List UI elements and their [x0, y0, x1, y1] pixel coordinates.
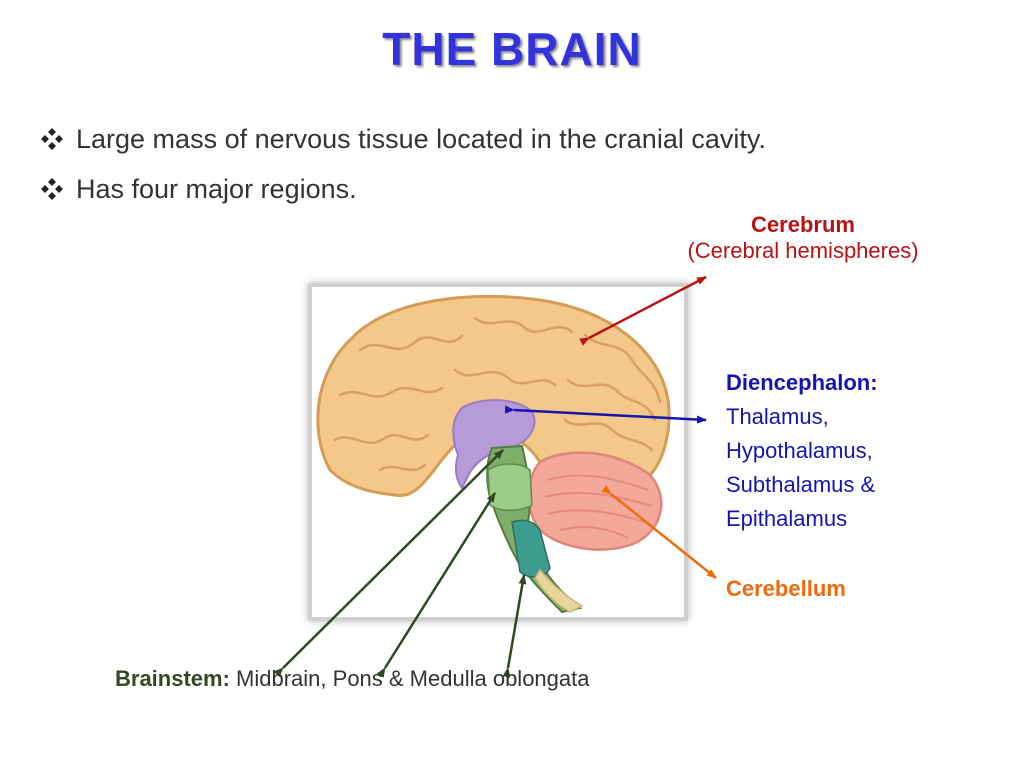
bullet-list: Large mass of nervous tissue located in …	[40, 114, 766, 214]
diencephalon-part: Subthalamus &	[726, 472, 876, 497]
medulla-shape	[511, 519, 551, 578]
diencephalon-part: Thalamus,	[726, 404, 829, 429]
cerebrum-detail: (Cerebral hemispheres)	[687, 238, 919, 263]
cerebellum-arrow	[601, 485, 717, 579]
spinal-cord-shape	[534, 568, 584, 613]
diamond-cluster-icon	[41, 128, 63, 150]
diencephalon-part: Epithalamus	[726, 506, 848, 531]
diamond-cluster-icon	[41, 178, 63, 200]
bullet-text: Large mass of nervous tissue located in …	[76, 123, 766, 154]
bullet-item: Has four major regions.	[40, 164, 766, 214]
diencephalon-name: Diencephalon:	[726, 370, 878, 395]
cerebrum-name: Cerebrum	[751, 212, 855, 237]
bullet-text: Has four major regions.	[76, 173, 357, 204]
diencephalon-label: Diencephalon: Thalamus, Hypothalamus, Su…	[726, 366, 878, 536]
brainstem-label: Brainstem: Midbrain, Pons & Medulla oblo…	[115, 666, 590, 692]
brainstem-name: Brainstem:	[115, 666, 230, 691]
cerebellum-label: Cerebellum	[726, 576, 846, 601]
brainstem-parts: Midbrain, Pons & Medulla oblongata	[236, 666, 590, 691]
brainstem-arrow-medulla	[502, 574, 527, 678]
brainstem-arrow-pons	[376, 492, 497, 678]
page-title: THE BRAIN	[382, 23, 642, 75]
cerebrum-label: Cerebrum (Cerebral hemispheres)	[660, 212, 946, 264]
bullet-item: Large mass of nervous tissue located in …	[40, 114, 766, 164]
pons-shape	[487, 463, 533, 511]
diencephalon-part: Hypothalamus,	[726, 438, 873, 463]
cerebrum-arrow	[579, 275, 707, 346]
diencephalon-arrow	[504, 405, 707, 424]
